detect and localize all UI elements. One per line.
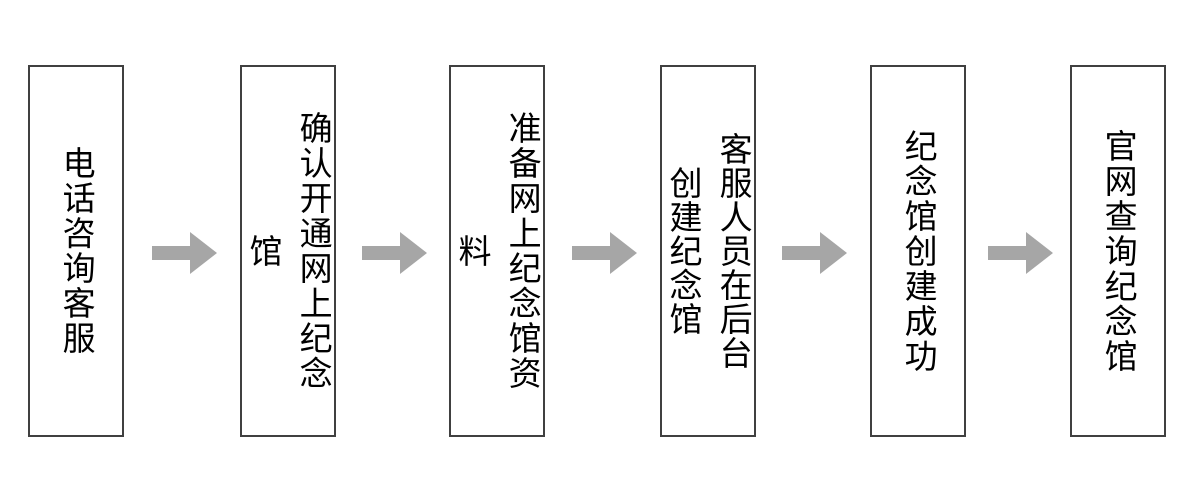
right-arrow-icon [988,231,1054,275]
flow-step-3[interactable]: 准备网上纪念馆资料 [449,65,545,437]
flow-step-4[interactable]: 客服人员在后台创建纪念馆 [660,65,756,437]
right-arrow-icon [572,231,638,275]
flow-step-2-label: 确认开通网上纪念馆 [244,111,334,391]
flow-step-1[interactable]: 电话咨询客服 [28,65,124,437]
flow-step-2[interactable]: 确认开通网上纪念馆 [240,65,336,437]
flow-step-3-label: 准备网上纪念馆资料 [453,111,543,391]
flow-step-4-label: 客服人员在后台创建纪念馆 [664,132,754,370]
flow-step-1-label: 电话咨询客服 [57,146,97,356]
flow-step-5-label: 纪念馆创建成功 [899,128,939,374]
right-arrow-icon [782,231,848,275]
flow-step-6[interactable]: 官网查询纪念馆 [1070,65,1166,437]
flow-step-6-label: 官网查询纪念馆 [1099,128,1139,374]
right-arrow-icon [362,231,428,275]
right-arrow-icon [152,231,218,275]
flow-step-5[interactable]: 纪念馆创建成功 [870,65,966,437]
